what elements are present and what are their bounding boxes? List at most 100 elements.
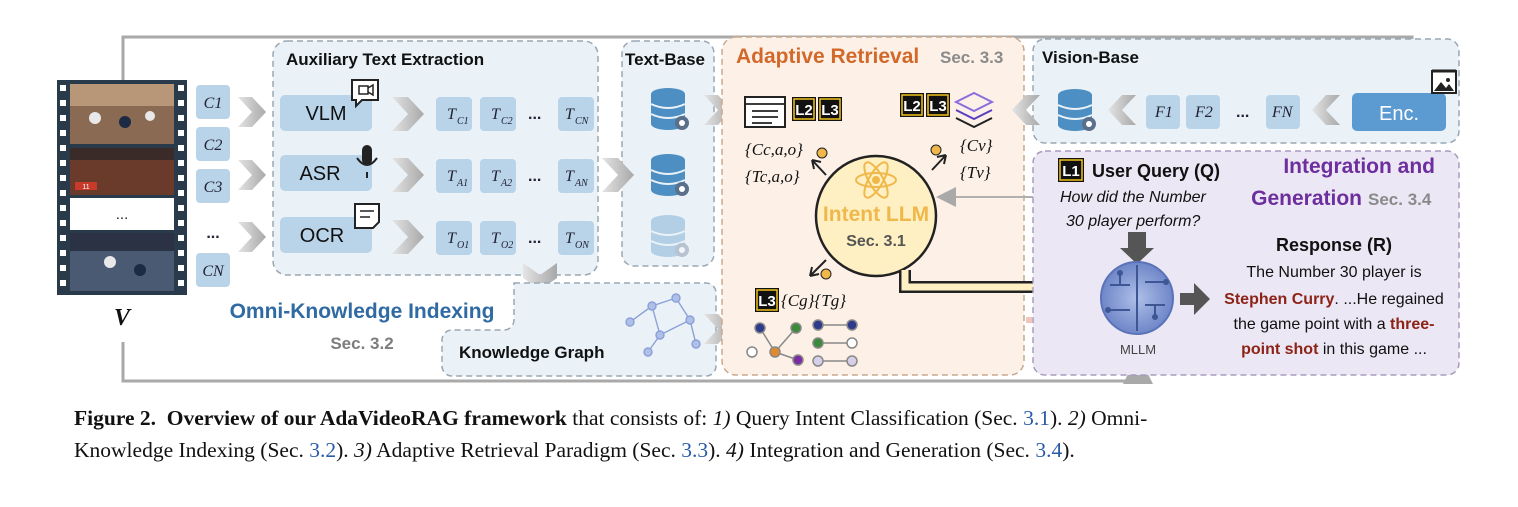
- clip-c3: C3: [204, 179, 223, 196]
- token-ta2: T: [491, 168, 501, 185]
- knowledge-graph-title: Knowledge Graph: [459, 343, 604, 362]
- svg-text:...: ...: [1236, 104, 1249, 121]
- svg-text:CN: CN: [575, 116, 590, 127]
- film-gap-ellipsis: ...: [116, 206, 129, 223]
- token-tan: T: [565, 168, 575, 185]
- token-tc2: T: [491, 106, 501, 123]
- integration-title-2: Generation: [1251, 187, 1362, 210]
- integration-title-1: Integration and: [1283, 155, 1435, 178]
- badge-l1-query: L1: [1058, 158, 1084, 182]
- svg-text:F1: F1: [1154, 104, 1173, 121]
- badge-l3-vision: L3: [926, 93, 950, 117]
- caption-ref-3-1[interactable]: 3.1: [1023, 406, 1050, 430]
- text-base-title: Text-Base: [625, 50, 705, 69]
- adaptive-title: Adaptive Retrieval: [736, 45, 919, 68]
- vision-set-captions: {Cv}: [960, 136, 993, 155]
- caption-fig-number: Figure 2.: [74, 406, 157, 430]
- database-icon-faded: [650, 214, 690, 258]
- graph-set: {Cg}{Tg}: [781, 291, 846, 310]
- token-to1: T: [447, 230, 457, 247]
- badge-l3-text: L3: [818, 97, 842, 121]
- framework-diagram: 11 ... V C1 C2 C3 ... CN Auxiliary Text …: [57, 35, 1460, 384]
- film-score-badge: 11: [82, 184, 89, 191]
- database-icon-2: [650, 153, 690, 197]
- response-label: Response (R): [1276, 235, 1392, 255]
- svg-text:L3: L3: [758, 293, 776, 310]
- caption-ref-3-4[interactable]: 3.4: [1035, 438, 1063, 462]
- svg-text:A1: A1: [456, 178, 468, 189]
- token-tc1: T: [447, 106, 457, 123]
- speech-bubble-icon: [351, 79, 379, 109]
- svg-text:ON: ON: [575, 240, 590, 251]
- query-to-mllm-arrow: [1120, 232, 1154, 264]
- clip-c2: C2: [204, 137, 223, 154]
- response-line-2: Stephen Curry. ...He regained: [1224, 291, 1444, 308]
- response-line-3: the game point with a three-: [1234, 316, 1435, 333]
- token-to2: T: [491, 230, 501, 247]
- intent-llm-title: Intent LLM: [823, 203, 929, 226]
- encoder-label: Enc.: [1379, 103, 1419, 125]
- query-text-line-1: How did the Number: [1060, 189, 1207, 206]
- clip-cn: CN: [202, 263, 225, 280]
- svg-text:L2: L2: [795, 102, 813, 119]
- token-tcn: T: [565, 106, 575, 123]
- omni-title: Omni-Knowledge Indexing: [230, 300, 495, 323]
- svg-text:O1: O1: [457, 240, 469, 251]
- vision-database-icon: [1057, 88, 1097, 132]
- atom-icon: [855, 161, 897, 199]
- svg-text:L3: L3: [929, 98, 947, 115]
- svg-text:L2: L2: [903, 98, 921, 115]
- query-label: User Query (Q): [1092, 161, 1220, 181]
- svg-text:FN: FN: [1271, 104, 1294, 121]
- svg-text:C1: C1: [457, 116, 469, 127]
- query-text-line-2: 30 player perform?: [1066, 213, 1200, 230]
- adaptive-sec: Sec. 3.3: [940, 48, 1003, 67]
- svg-text:ASR: ASR: [299, 163, 340, 185]
- layers-icon: [953, 91, 995, 129]
- svg-text:L3: L3: [821, 102, 839, 119]
- badge-l2-vision: L2: [900, 93, 924, 117]
- intent-llm-circle: [814, 154, 938, 278]
- vision-base-title: Vision-Base: [1042, 48, 1139, 67]
- vision-to-retrieval-arrow: [1012, 95, 1040, 125]
- clip-to-tool-arrows: [238, 97, 266, 252]
- omni-sec: Sec. 3.2: [330, 334, 393, 353]
- intent-dispatch-arrows: [809, 154, 947, 277]
- mllm-to-response-arrow: [1180, 283, 1210, 315]
- pointer-hand-icons: [816, 144, 942, 280]
- clip-ellipsis: ...: [206, 225, 219, 242]
- caption-ref-3-3[interactable]: 3.3: [681, 438, 709, 462]
- figure-caption: Figure 2. Overview of our AdaVideoRAG fr…: [74, 406, 1148, 462]
- tool-to-token-arrows: [392, 97, 424, 254]
- text-base-panel: [621, 40, 715, 267]
- svg-text:AN: AN: [574, 178, 589, 189]
- token-to-textbase-arrow: [602, 158, 634, 192]
- video-label: V: [114, 305, 132, 331]
- caption-bold-title: Overview of our AdaVideoRAG framework: [166, 406, 567, 430]
- mllm-label: MLLM: [1120, 342, 1156, 357]
- svg-text:VLM: VLM: [305, 103, 346, 125]
- badge-l3-graph: L3: [755, 288, 779, 312]
- text-set-captions: {Cc,a,o}: [745, 140, 803, 159]
- tool-ocr: OCR: [280, 217, 372, 253]
- response-line-1: The Number 30 player is: [1246, 264, 1421, 281]
- svg-text:F2: F2: [1194, 104, 1213, 121]
- microphone-icon: [356, 145, 378, 178]
- token-ellipsis-3: ...: [528, 230, 541, 247]
- text-list-icon: [744, 96, 786, 128]
- graph-nodes-icon: [746, 319, 858, 367]
- response-line-4: point shot in this game ...: [1241, 341, 1427, 358]
- auxiliary-title: Auxiliary Text Extraction: [286, 50, 484, 69]
- brain-icon: [1100, 261, 1174, 335]
- encoder-box: [1352, 93, 1446, 131]
- text-set-tokens: {Tc,a,o}: [745, 167, 800, 186]
- intent-llm-sec: Sec. 3.1: [846, 233, 906, 250]
- tool-asr: ASR: [280, 155, 372, 191]
- svg-text:A2: A2: [500, 178, 512, 189]
- database-icon: [650, 87, 690, 131]
- svg-text:C2: C2: [501, 116, 513, 127]
- clip-chips: C1 C2 C3 ... CN: [196, 85, 230, 287]
- integration-sec: Sec. 3.4: [1368, 190, 1432, 209]
- caption-ref-3-2[interactable]: 3.2: [309, 438, 337, 462]
